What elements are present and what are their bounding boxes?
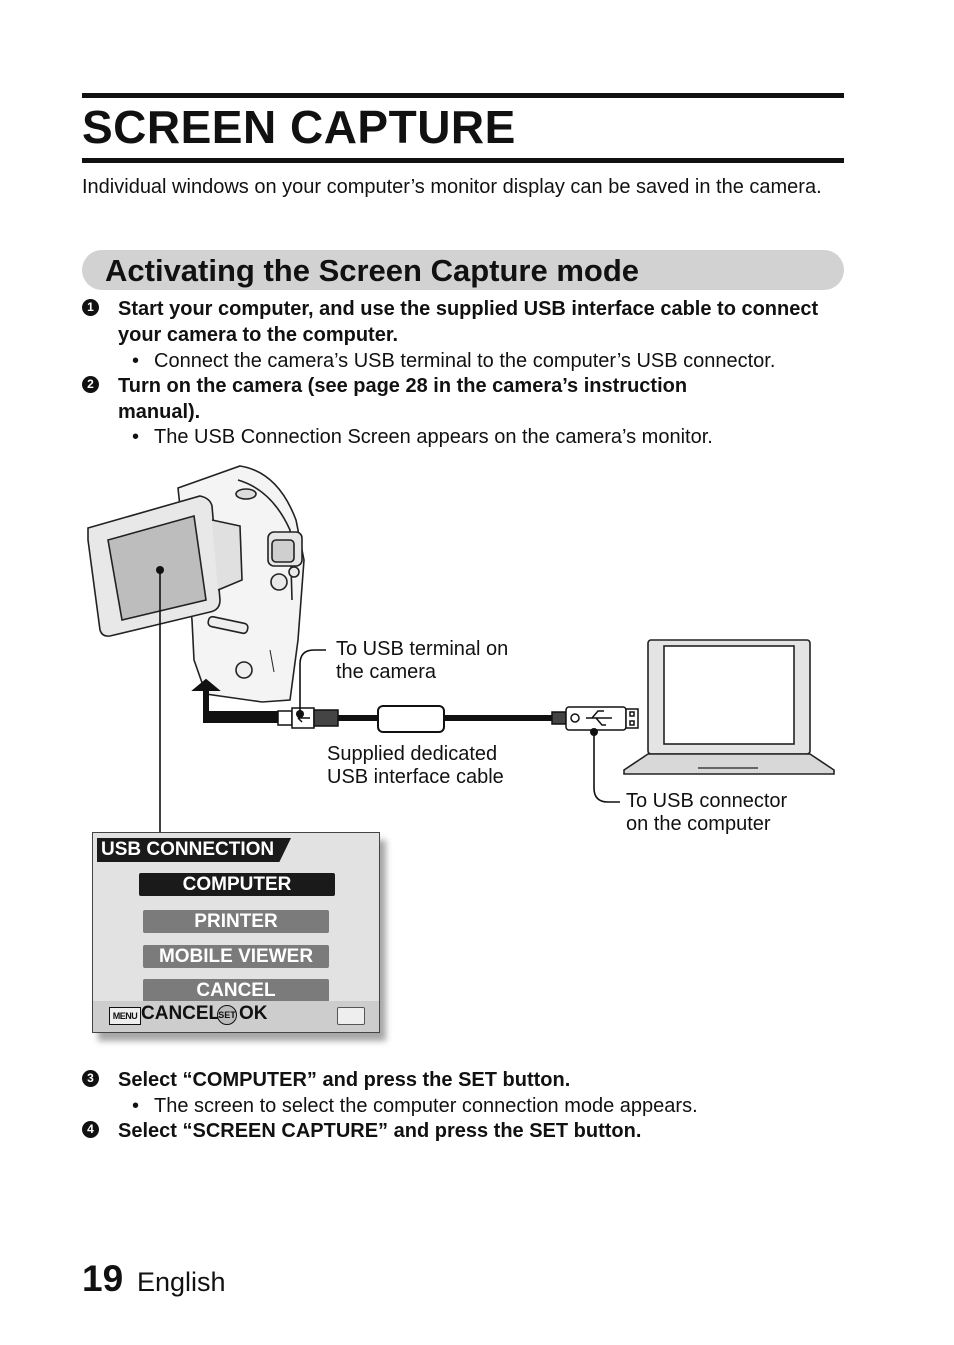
camera-illustration: [87, 465, 305, 703]
label-line: on the computer: [626, 813, 771, 835]
footer-cancel-label: CANCEL: [141, 1003, 221, 1024]
step-number: 2: [82, 376, 99, 393]
cable-ferrite-core: [377, 705, 445, 733]
menu-option-cancel[interactable]: CANCEL: [143, 979, 329, 1002]
intro-paragraph: Individual windows on your computer’s mo…: [82, 176, 822, 198]
label-line: Supplied dedicated: [327, 743, 498, 765]
title-top-rule: [82, 93, 844, 98]
menu-header: USB CONNECTION: [97, 838, 291, 862]
bullet-text: The screen to select the computer connec…: [154, 1095, 698, 1117]
title-bottom-rule: [82, 158, 844, 163]
battery-icon: [337, 1007, 365, 1025]
computer-usb-plug: [551, 706, 639, 731]
camera-usb-plug: [277, 707, 339, 729]
menu-button-icon: MENU: [109, 1007, 141, 1025]
label-line: USB interface cable: [327, 766, 504, 788]
menu-option-mobile-viewer[interactable]: MOBILE VIEWER: [143, 945, 329, 968]
insert-arrow-icon: [191, 678, 281, 723]
menu-option-printer[interactable]: PRINTER: [143, 910, 329, 933]
label-cable: Supplied dedicated USB interface cable: [327, 743, 504, 789]
menu-footer: MENU CANCEL SET OK: [93, 1001, 379, 1032]
page-number: 19: [82, 1258, 124, 1299]
page-language: English: [137, 1267, 226, 1297]
bullet-mark: •: [132, 426, 140, 448]
menu-option-computer[interactable]: COMPUTER: [139, 873, 335, 896]
label-line: the camera: [336, 661, 437, 683]
step-number: 4: [82, 1121, 99, 1138]
leader-usb-connector: [593, 732, 620, 803]
section-heading: Activating the Screen Capture mode: [105, 253, 640, 288]
step-number: 3: [82, 1070, 99, 1087]
label-line: To USB terminal on: [336, 638, 509, 660]
step-number: 1: [82, 299, 99, 316]
bullet-text: Connect the camera’s USB terminal to the…: [154, 350, 776, 372]
step-3-bullet: • The screen to select the computer conne…: [132, 1094, 698, 1119]
usb-connection-screen: USB CONNECTION COMPUTER PRINTER MOBILE V…: [92, 832, 380, 1033]
section-heading-bar: Activating the Screen Capture mode: [82, 250, 844, 290]
step-1-bullet: • Connect the camera’s USB terminal to th…: [132, 349, 775, 374]
step-text: Turn on the camera (see page 28 in the c…: [118, 375, 688, 423]
bullet-text: The USB Connection Screen appears on the…: [154, 426, 713, 448]
label-usb-terminal: To USB terminal on the camera: [336, 638, 508, 684]
label-usb-connector: To USB connector on the computer: [626, 790, 787, 836]
step-text: Select “SCREEN CAPTURE” and press the SE…: [118, 1120, 642, 1142]
laptop-illustration: [623, 639, 835, 775]
set-button-icon: SET: [217, 1005, 237, 1025]
bullet-mark: •: [132, 350, 140, 372]
label-line: To USB connector: [626, 790, 788, 812]
page-title: SCREEN CAPTURE: [82, 101, 516, 153]
step-2-bullet: • The USB Connection Screen appears on th…: [132, 425, 713, 450]
leader-dot: [296, 710, 304, 718]
footer-ok-label: OK: [239, 1003, 268, 1024]
step-text: Start your computer, and use the supplie…: [118, 298, 819, 346]
leader-usb-terminal: [299, 649, 326, 714]
step-text: Select “COMPUTER” and press the SET butt…: [118, 1069, 571, 1091]
bullet-mark: •: [132, 1095, 140, 1117]
